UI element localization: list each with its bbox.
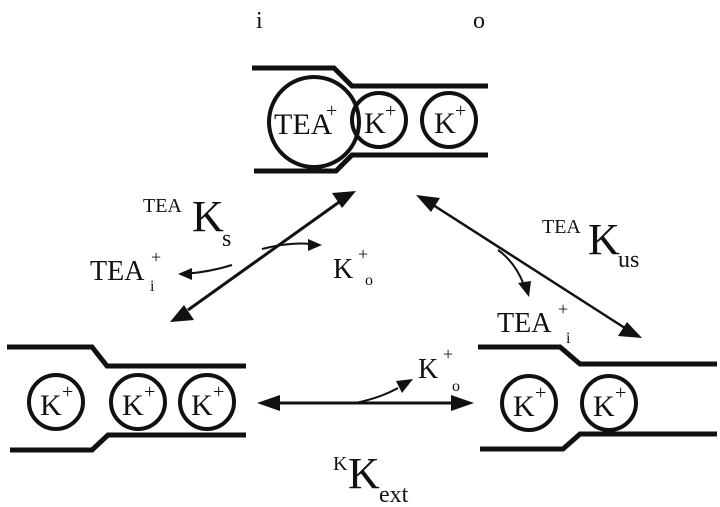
ion-k [500,374,558,432]
transition-left-top [170,191,356,322]
arrowhead-right [451,395,474,411]
svg-text:+: + [455,100,466,122]
channel-wall-bottom [254,152,488,174]
ion-tea [267,75,361,169]
double-arrow-shaft [187,198,343,312]
channel-state-right: K + K + [478,344,717,452]
arrowhead-up [332,191,356,208]
arrowhead-k-out [396,379,413,393]
ion-k [109,373,167,431]
ion-label-k-outside: K+o [333,244,373,289]
double-arrow-shaft [429,201,629,332]
ion-k [580,374,638,432]
ion-label-tea-inside: TEA+i [497,299,571,347]
arrowhead-down [618,322,642,338]
transition-top-right [416,195,642,338]
branch-arrow-k-in [261,242,311,250]
svg-text:+: + [615,382,626,404]
svg-text:K: K [122,389,144,422]
branch-arrow-k-out [354,387,399,404]
svg-text:TEA: TEA [274,108,333,141]
svg-text:K: K [191,389,213,422]
channel-state-top: TEA + K + K + [252,65,488,174]
transition-left-right [257,379,474,411]
outside-label: o [473,8,485,34]
ion-k [27,373,85,431]
svg-text:+: + [62,381,73,403]
svg-text:+: + [385,100,396,122]
svg-text:K: K [513,390,535,423]
arrowhead-left [257,395,280,411]
ion-k [420,91,478,149]
arrowhead-tea-out [518,281,531,297]
svg-text:K: K [434,107,456,140]
svg-text:+: + [144,381,155,403]
channel-wall-top [252,65,488,89]
svg-text:+: + [213,381,224,403]
svg-text:K: K [364,107,386,140]
channel-wall-bottom [10,432,246,453]
rate-constant-k-kext: KKext [333,449,409,507]
svg-text:+: + [326,100,337,122]
channel-wall-bottom [480,431,717,452]
channel-wall-top [7,344,246,369]
arrowhead-k-in [308,239,322,251]
arrowhead-tea-out [178,268,192,280]
ion-label-tea-inside: TEA+i [90,247,161,295]
channel-wall-top [478,344,717,367]
ion-label-k-outside: K+o [418,344,460,395]
arrowhead-down [170,305,194,322]
svg-text:+: + [535,382,546,404]
ion-k [178,373,236,431]
svg-text:K: K [593,390,615,423]
arrowhead-up [416,195,440,212]
svg-text:K: K [40,389,62,422]
branch-arrow-tea-out [497,249,525,286]
inside-label: i [256,8,263,34]
ion-k [350,91,408,149]
channel-state-left: K + K + K + [7,344,246,453]
